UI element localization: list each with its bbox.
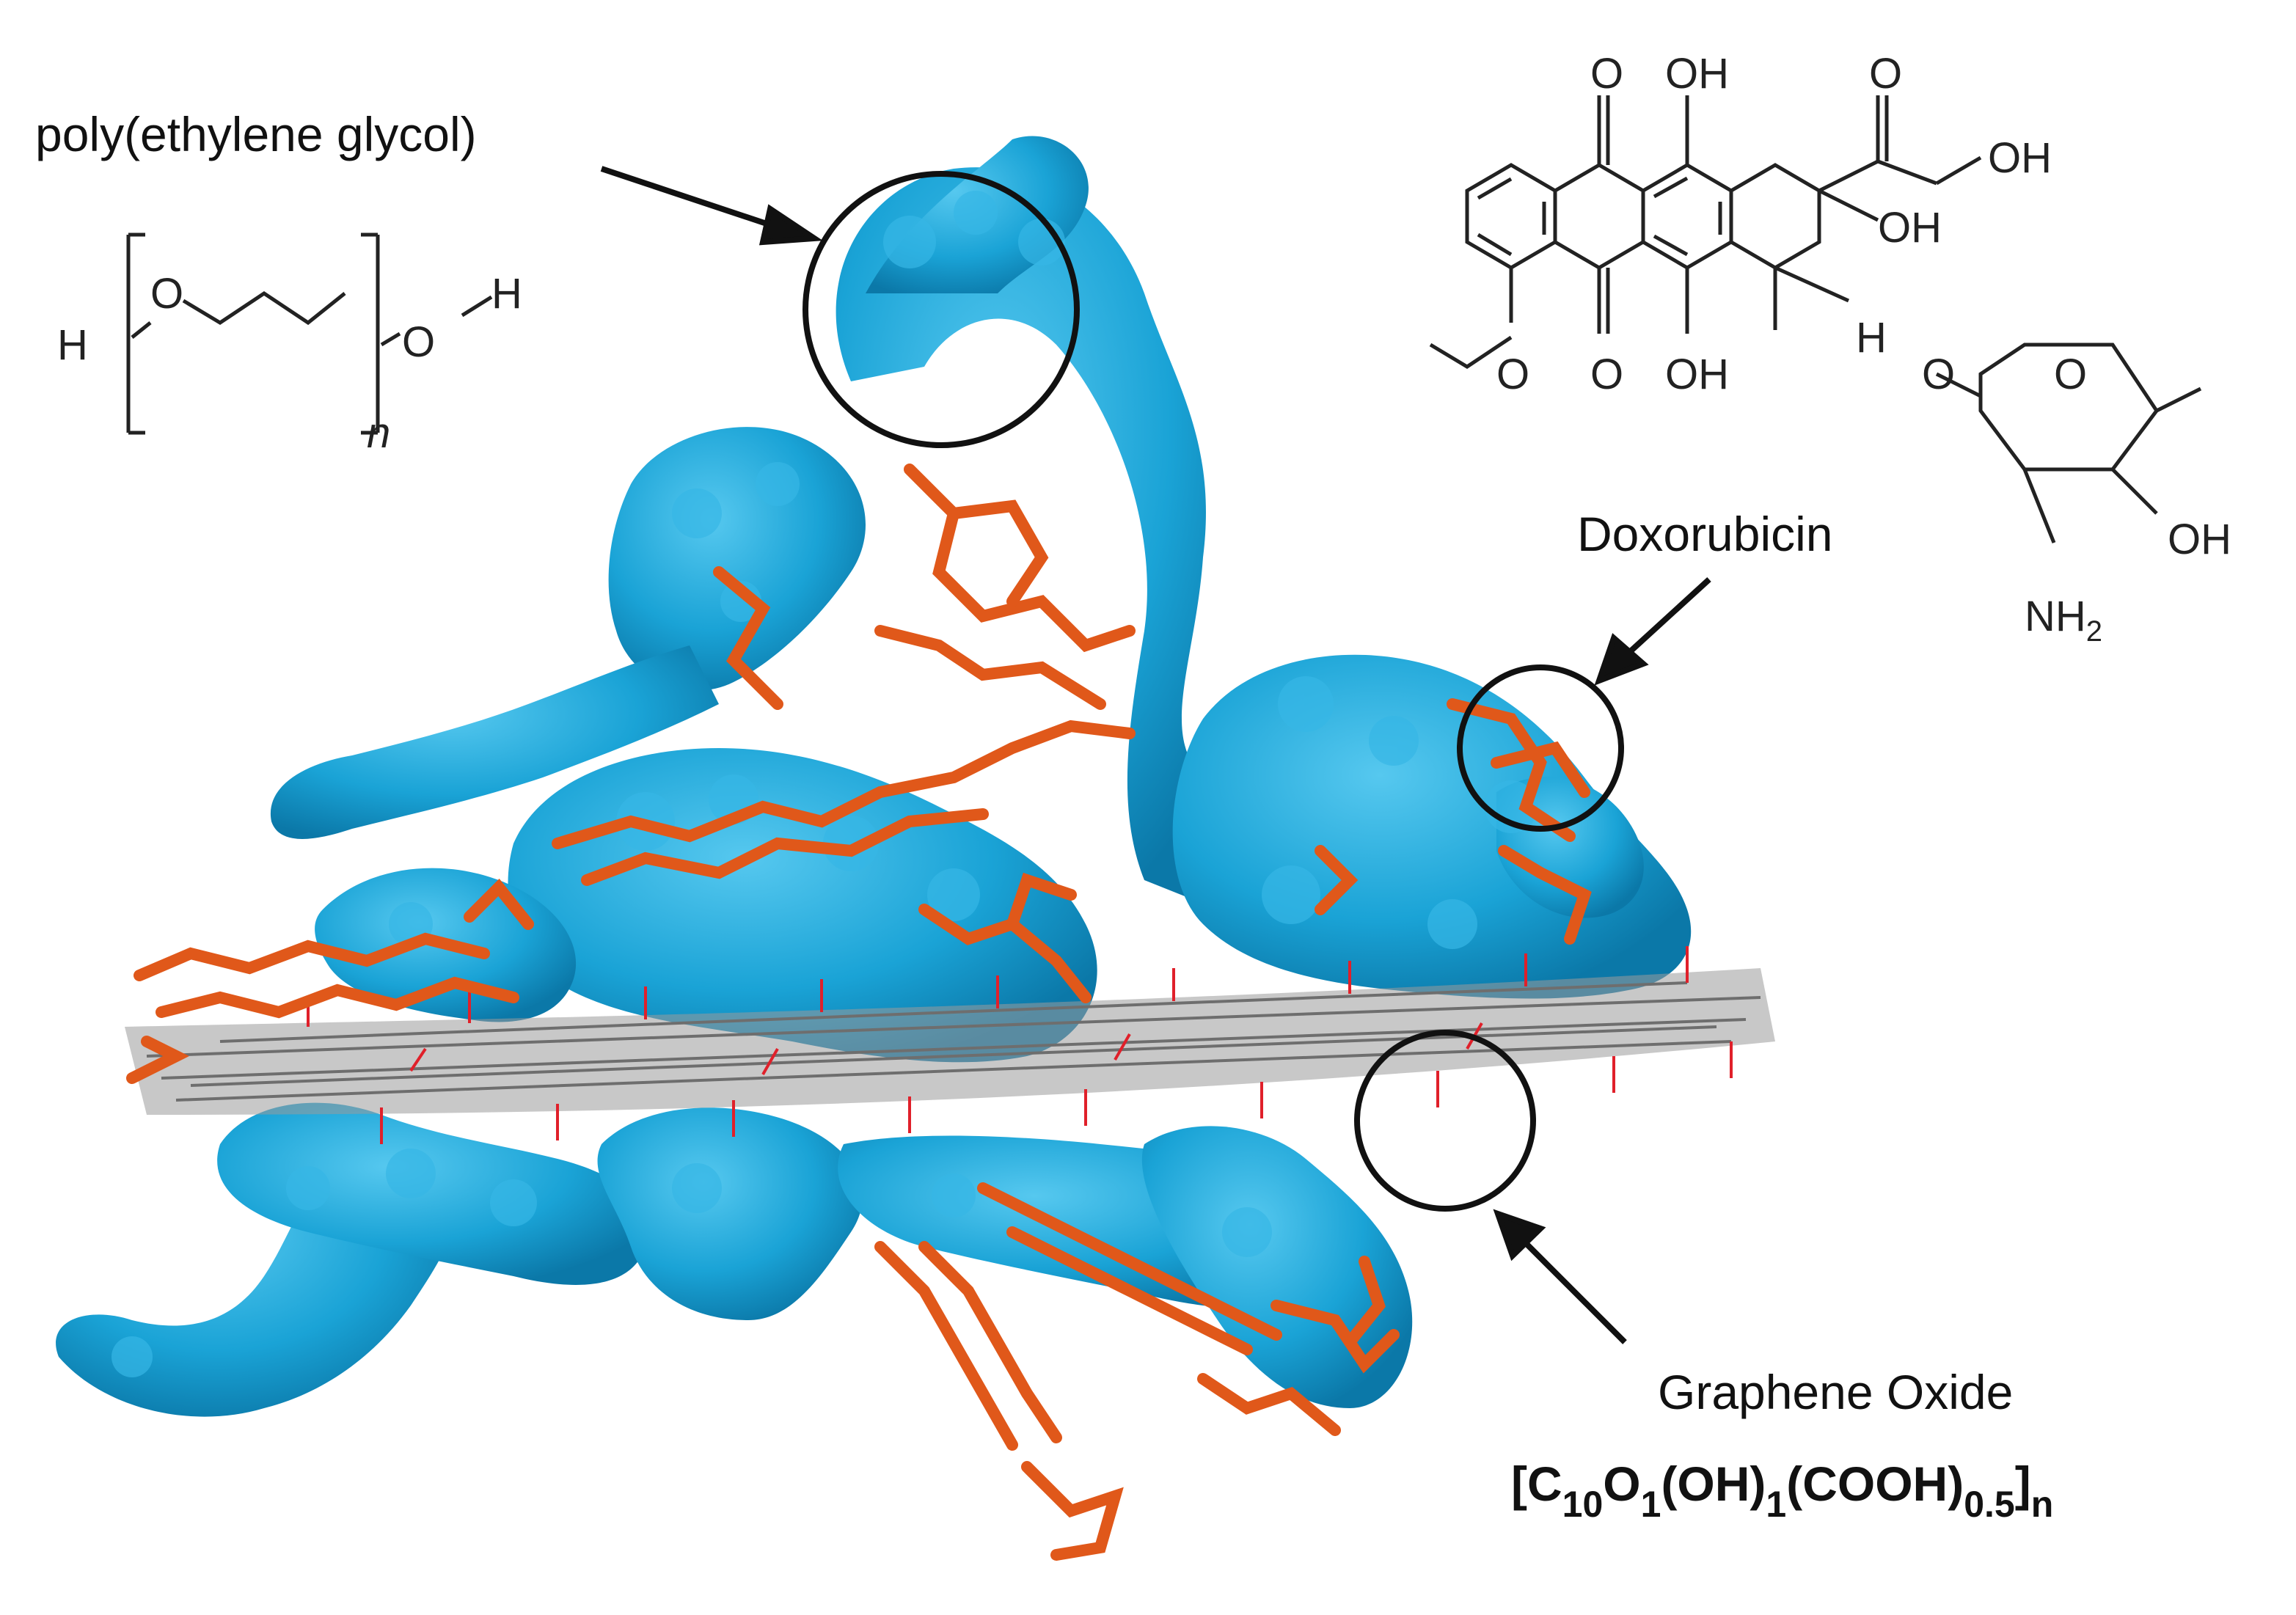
callout-circles (802, 171, 1624, 1212)
graphene-oxide-label: Graphene Oxide (1658, 1365, 2014, 1419)
dox-oh-sugar: OH (2168, 516, 2231, 563)
formula-oxygen: O (1603, 1457, 1641, 1511)
formula-hydroxyl: (OH) (1661, 1457, 1766, 1511)
peg-repeat-n: n (367, 409, 390, 457)
formula-close-bracket: ] (2014, 1457, 2031, 1511)
formula-carboxyl-count: 0.5 (1964, 1484, 2015, 1525)
formula-carbon-count: 10 (1562, 1484, 1604, 1525)
dox-h: H (1856, 314, 1887, 362)
graphene-oxide-formula: [C10O1(OH)1(COOH)0.5]n (1511, 1456, 2053, 1525)
peg-callout-circle (802, 171, 1080, 448)
peg-arrow (600, 166, 823, 246)
callout-arrows (600, 166, 1711, 1344)
dox-o-bottom: O (1590, 351, 1623, 398)
dox-oh-bottom: OH (1665, 351, 1729, 398)
doxorubicin-callout-circle (1457, 664, 1624, 832)
graphene-oxide-sheet (125, 946, 1775, 1144)
formula-oxygen-count: 1 (1640, 1484, 1661, 1525)
doxorubicin-arrow (1594, 577, 1711, 686)
graphene-callout-circle (1354, 1030, 1536, 1212)
peg-h-right: H (491, 270, 522, 318)
doxorubicin-molecules (126, 464, 1592, 1561)
doxorubicin-structure: O OH O OH OH H O O OH O O OH NH2 (1429, 50, 2231, 648)
formula-repeat-n: n (2030, 1484, 2054, 1525)
dox-nh2: NH2 (2025, 593, 2102, 648)
peg-o-left: O (150, 270, 183, 318)
formula-carbon: C (1527, 1457, 1562, 1511)
peg-label: poly(ethylene glycol) (35, 107, 477, 161)
dox-o-top-left: O (1590, 50, 1623, 98)
dox-o-methoxy: O (1496, 351, 1529, 398)
dox-oh-quaternary: OH (1878, 204, 1942, 252)
dox-o-ring: O (2054, 351, 2087, 398)
peg-surface (56, 136, 1692, 1417)
formula-carboxyl: (COOH) (1786, 1457, 1964, 1511)
peg-surface-bumps (111, 191, 1538, 1377)
graphene-arrow (1493, 1209, 1627, 1344)
formula-open-bracket: [ (1511, 1457, 1527, 1511)
dox-o-top-right: O (1869, 50, 1902, 98)
doxorubicin-label: Doxorubicin (1577, 507, 1833, 561)
dox-oh-top: OH (1665, 50, 1729, 98)
peg-h-left: H (57, 321, 88, 369)
peg-structure: H O O H n (57, 232, 522, 457)
dox-oh-sidechain: OH (1988, 134, 2052, 182)
peg-o-right: O (402, 318, 435, 366)
dox-o-glycosidic: O (1922, 351, 1955, 398)
formula-hydroxyl-count: 1 (1766, 1484, 1787, 1525)
